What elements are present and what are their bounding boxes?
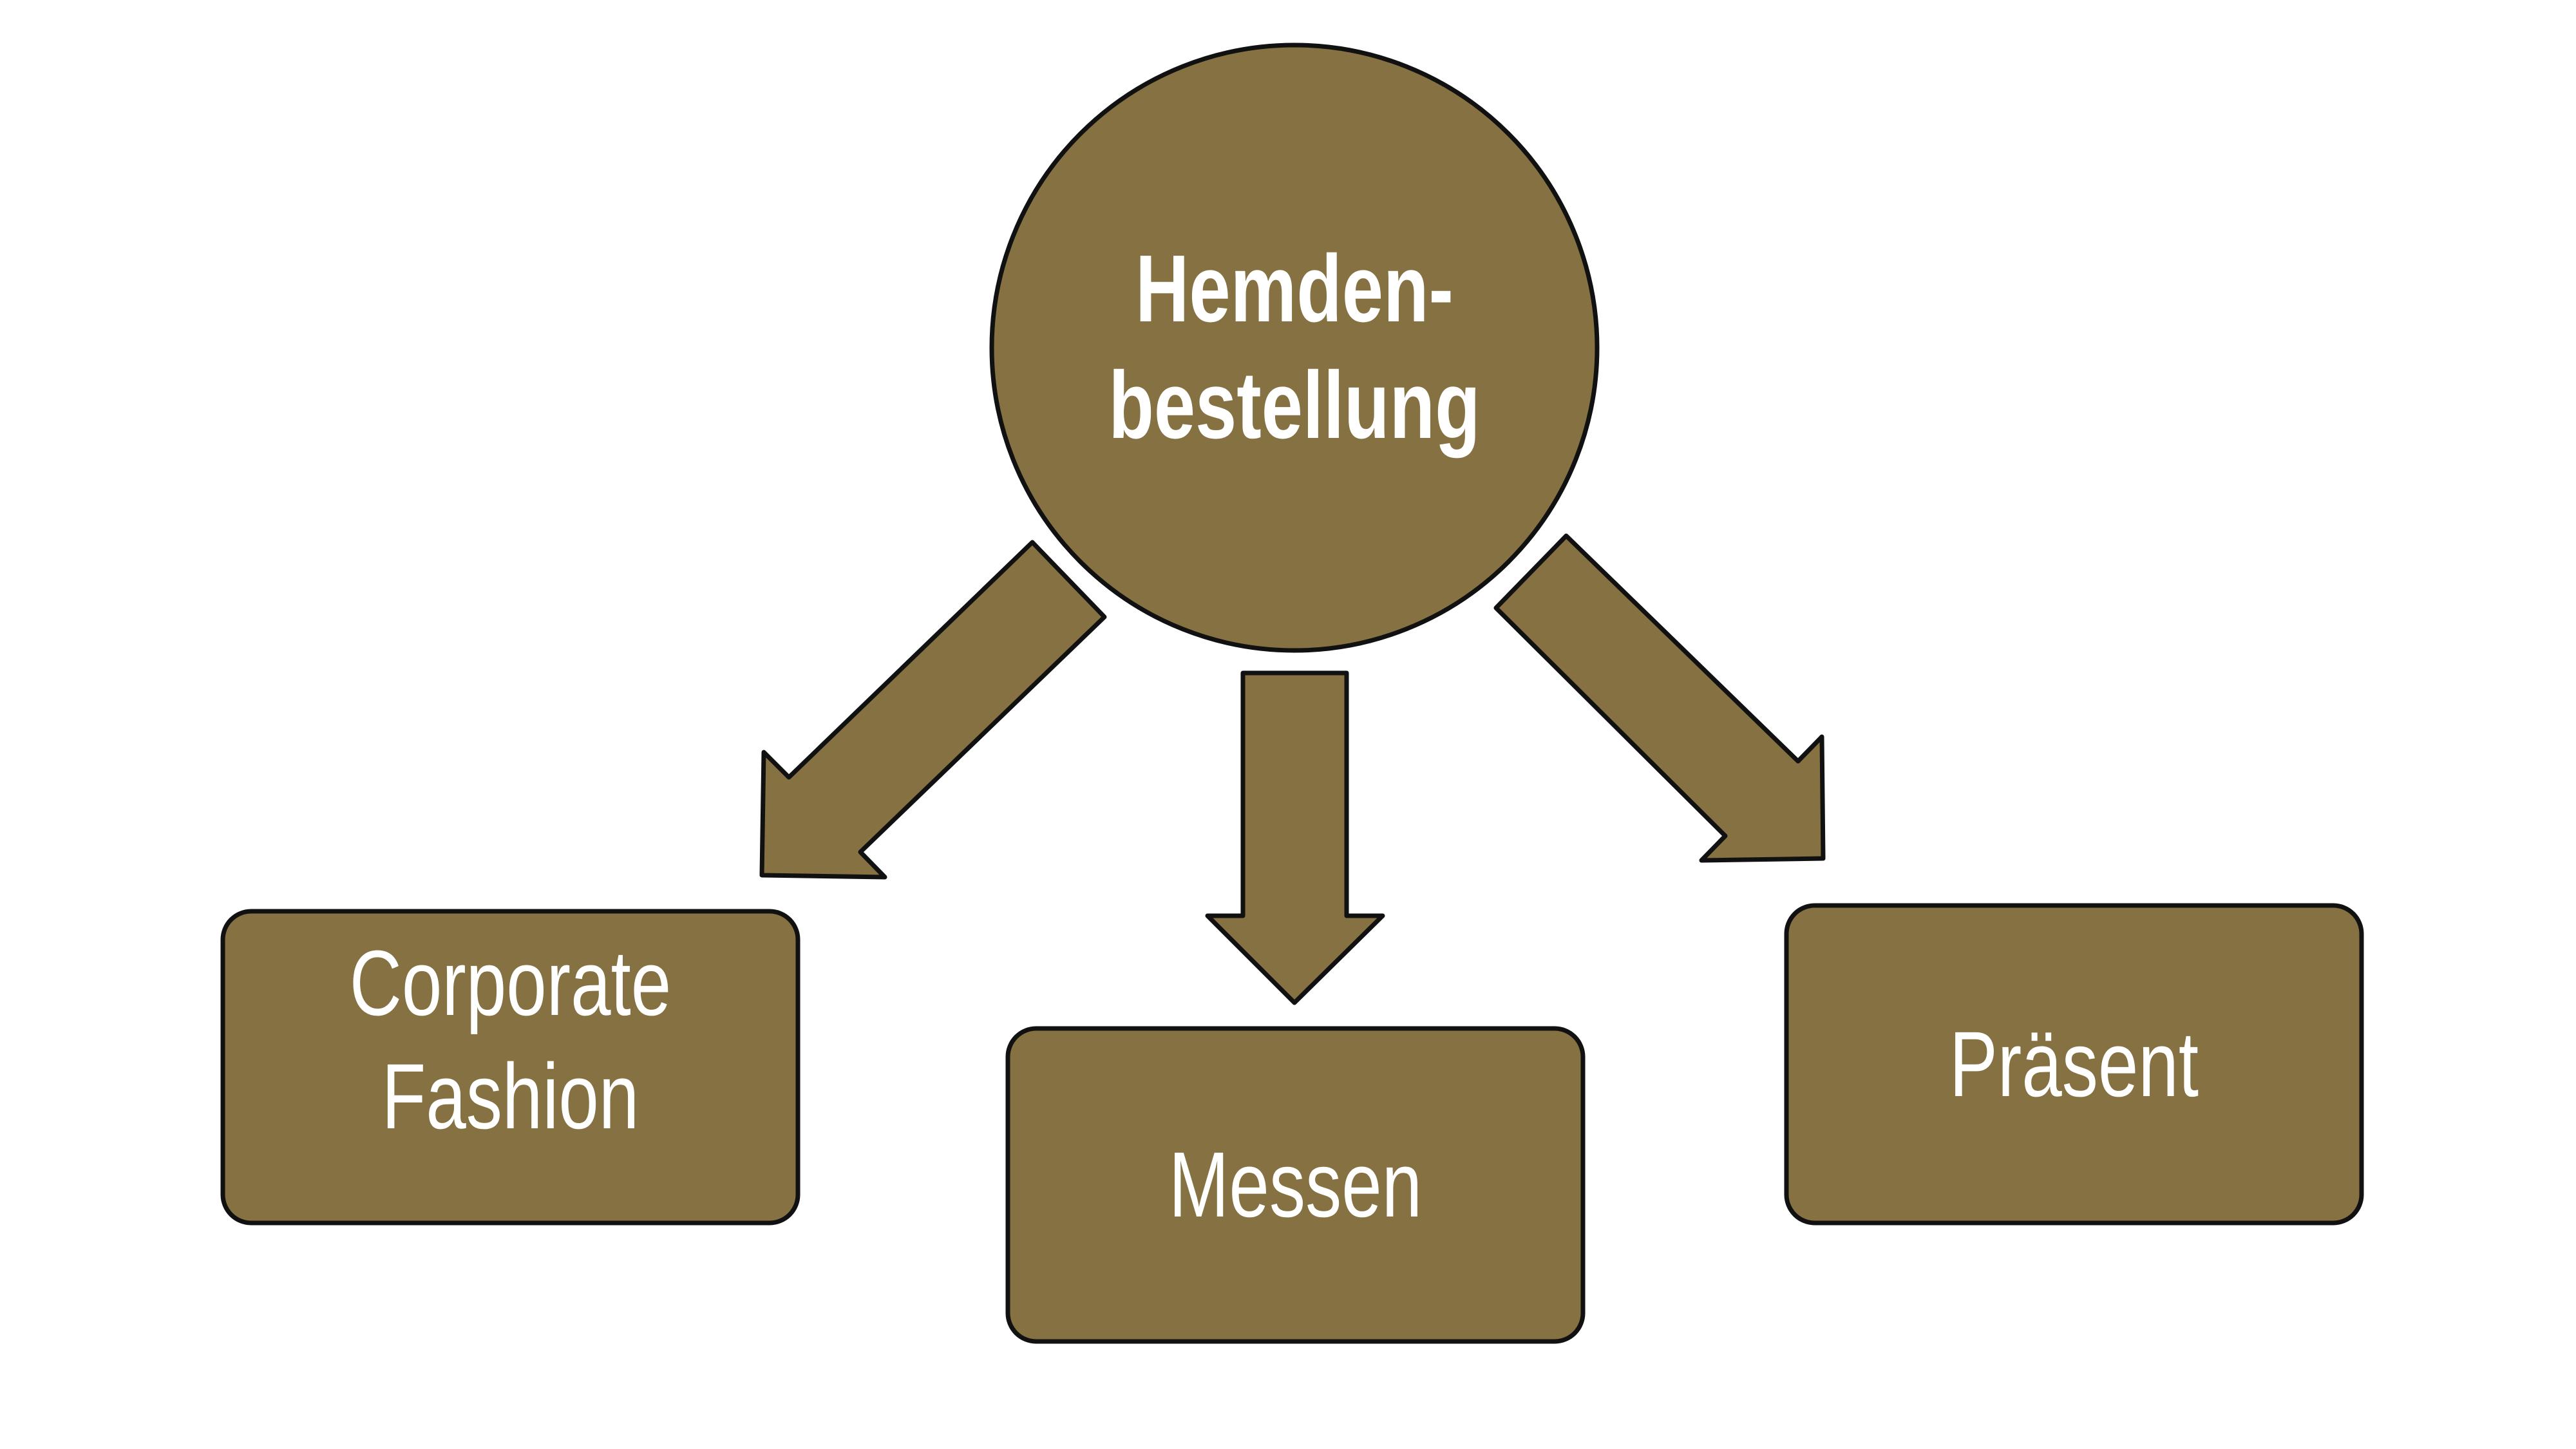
box-praesent bbox=[1784, 903, 2364, 1226]
box-messen bbox=[1005, 1026, 1586, 1344]
center-label-line1: Hemden- bbox=[1135, 236, 1454, 343]
messen-label: Messen bbox=[1071, 1028, 1520, 1341]
center-label-line2: bestellung bbox=[1108, 352, 1481, 459]
corporate-fashion-line2: Fashion bbox=[381, 1045, 639, 1148]
center-label: Hemden- bestellung bbox=[1083, 219, 1505, 477]
arrow-to-corporate-fashion bbox=[759, 540, 1107, 880]
praesent-label: Präsent bbox=[1850, 905, 2298, 1223]
praesent-line1: Präsent bbox=[1949, 1012, 2199, 1116]
corporate-fashion-label: Corporate Fashion bbox=[286, 911, 735, 1169]
center-circle bbox=[989, 43, 1600, 653]
arrow-to-praesent bbox=[1493, 533, 1826, 863]
messen-line1: Messen bbox=[1168, 1133, 1423, 1237]
arrow-to-messen bbox=[1205, 670, 1385, 1005]
box-corporate-fashion bbox=[220, 909, 800, 1226]
corporate-fashion-line1: Corporate bbox=[349, 931, 672, 1036]
